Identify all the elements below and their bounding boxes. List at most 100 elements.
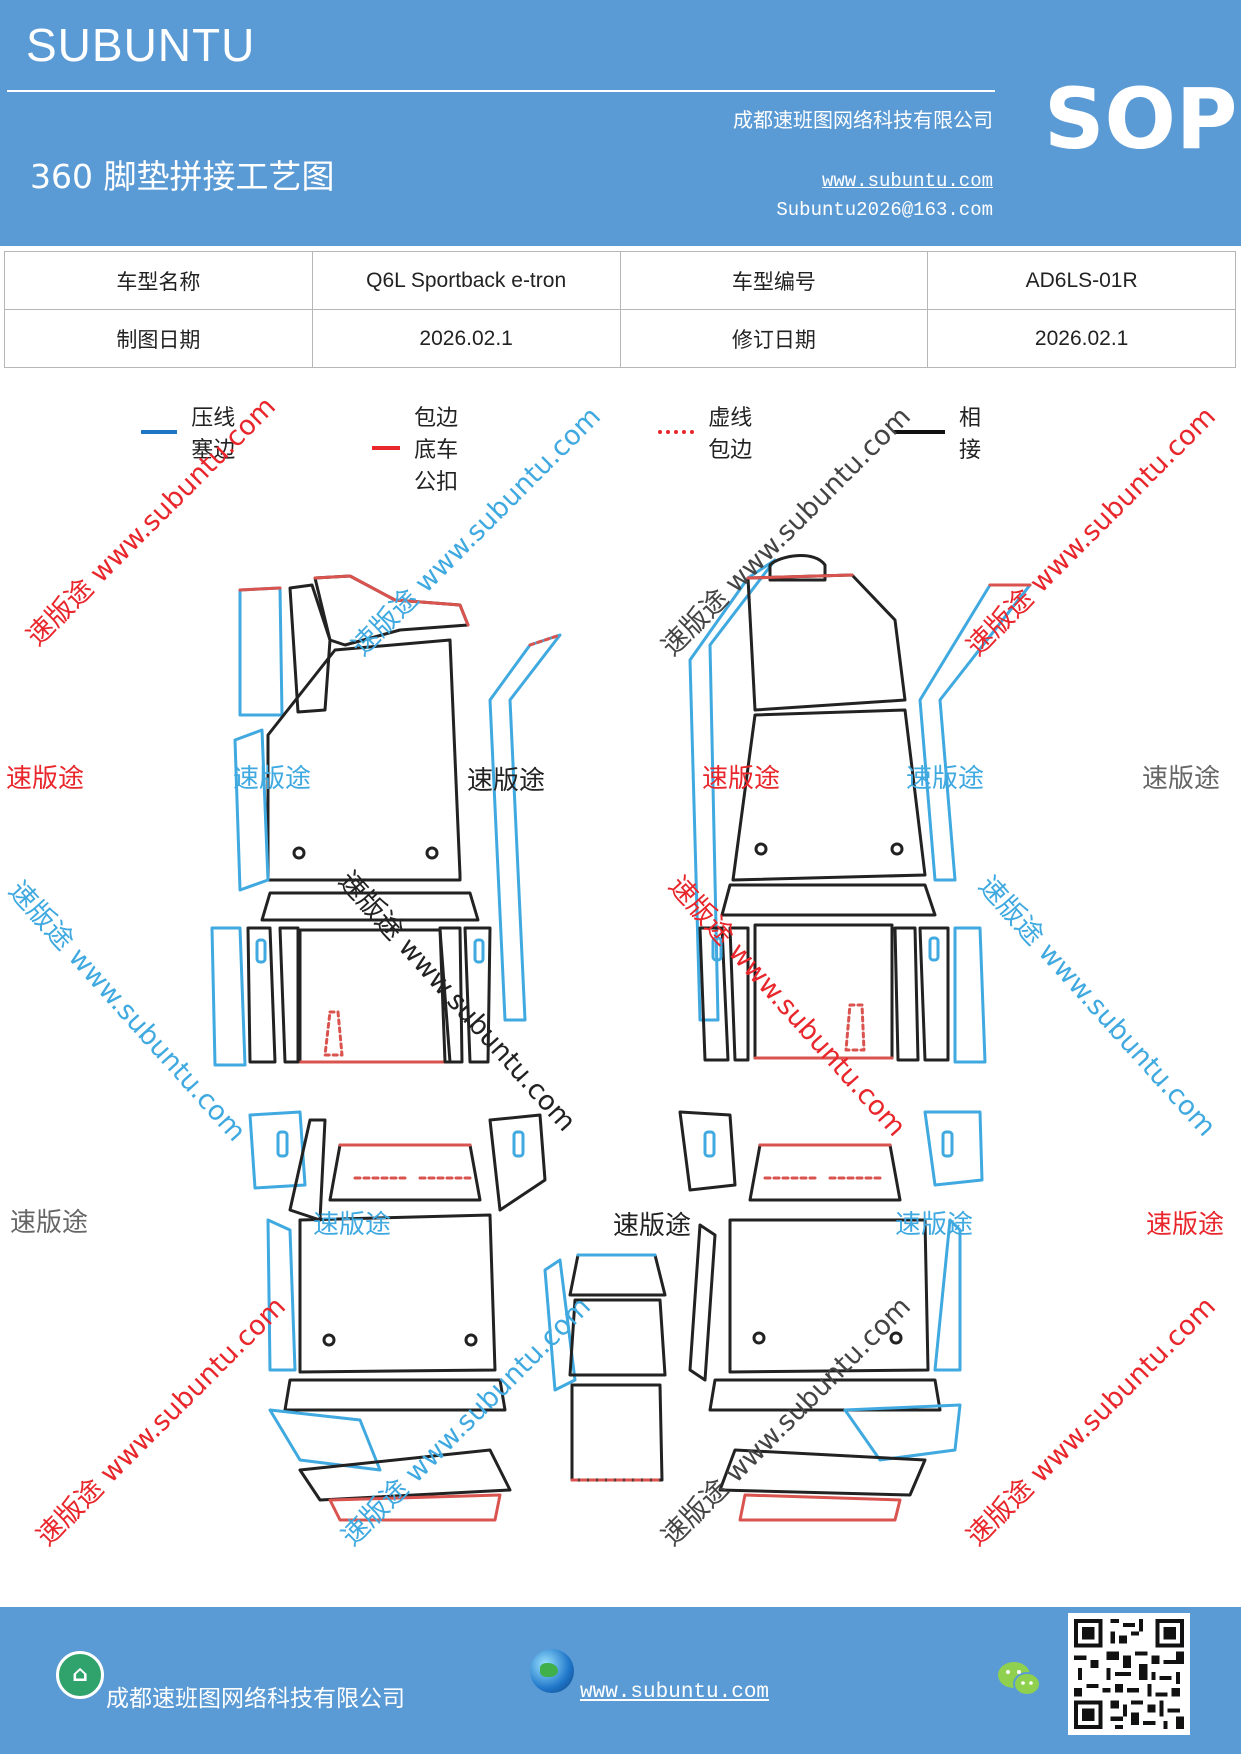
mat-outline bbox=[923, 1110, 984, 1187]
page-title: 360 脚垫拼接工艺图 bbox=[30, 157, 335, 196]
mat-hole bbox=[752, 1331, 766, 1345]
legend-swatch-red bbox=[372, 446, 401, 450]
header-email: Subuntu2026@163.com bbox=[776, 199, 993, 221]
mat-outline bbox=[488, 1113, 547, 1212]
mat-outline bbox=[568, 1298, 667, 1377]
mat-outline bbox=[283, 1378, 507, 1412]
clip-slot bbox=[941, 1130, 954, 1158]
mat-outline bbox=[298, 1213, 497, 1374]
mat-outline bbox=[746, 573, 907, 712]
model-code-label: 车型编号 bbox=[619, 251, 929, 310]
model-code-value: AD6LS-01R bbox=[927, 251, 1236, 310]
rear-center-mat bbox=[568, 1253, 667, 1482]
mat-hole bbox=[889, 1331, 903, 1345]
clip-slot bbox=[255, 938, 267, 964]
header-divider bbox=[7, 90, 995, 92]
mat-outline bbox=[233, 728, 270, 892]
home-icon: ⌂ bbox=[56, 1651, 104, 1699]
qr-code[interactable] bbox=[1068, 1613, 1190, 1735]
globe-icon bbox=[530, 1649, 574, 1693]
mat-hole bbox=[322, 1333, 336, 1347]
revise-date-value: 2026.02.1 bbox=[927, 309, 1236, 368]
legend-label: 虚线包边 bbox=[708, 406, 753, 463]
mat-outline bbox=[328, 1143, 482, 1202]
mat-outline bbox=[720, 883, 937, 917]
mat-outline bbox=[328, 1493, 502, 1522]
table-row: 制图日期 2026.02.1 修订日期 2026.02.1 bbox=[4, 309, 1236, 368]
legend-item: 包边底车公扣 bbox=[372, 400, 472, 496]
mat-hole bbox=[890, 842, 904, 856]
mat-outline bbox=[728, 1218, 930, 1374]
side-sill-strip bbox=[528, 633, 562, 647]
rear-left-mat bbox=[248, 1110, 577, 1522]
mat-outline bbox=[278, 926, 300, 1064]
mat-outline bbox=[893, 926, 920, 1062]
mat-outline bbox=[313, 574, 470, 627]
brand-logo-text: SUBUNTU bbox=[26, 19, 256, 71]
mat-outline bbox=[844, 1003, 866, 1052]
mat-outline bbox=[288, 1118, 327, 1222]
side-sill-strip bbox=[488, 633, 562, 1022]
mat-outline bbox=[238, 586, 284, 717]
clip-slot bbox=[276, 1130, 289, 1158]
footer-company-name: 成都速班图网络科技有限公司 bbox=[106, 1686, 405, 1712]
mat-outline bbox=[738, 1493, 902, 1522]
legend-swatch-black bbox=[894, 430, 945, 434]
mat-outline bbox=[260, 891, 480, 922]
legend-swatch-red-dotted bbox=[658, 430, 695, 434]
clip-slot bbox=[711, 936, 723, 962]
legend-item: 相接 bbox=[894, 400, 994, 464]
mat-outline bbox=[728, 926, 750, 1062]
mat-outline bbox=[288, 583, 332, 714]
footer-banner: ⌂ 成都速班图网络科技有限公司 www.subuntu.com bbox=[0, 1607, 1241, 1754]
mat-outline bbox=[268, 1408, 382, 1472]
mat-outline bbox=[463, 926, 492, 1064]
draw-date-value: 2026.02.1 bbox=[311, 309, 621, 368]
mat-outline bbox=[210, 926, 247, 1067]
mat-hole bbox=[464, 1333, 478, 1347]
mat-outline bbox=[298, 1448, 512, 1502]
sop-badge: SOP bbox=[1044, 70, 1238, 168]
mat-outline bbox=[753, 923, 894, 1060]
footer-website-link[interactable]: www.subuntu.com bbox=[580, 1681, 770, 1704]
mat-outline bbox=[298, 928, 452, 1064]
header-website-link[interactable]: www.subuntu.com bbox=[821, 170, 993, 192]
mat-outline bbox=[746, 573, 854, 580]
mat-outline bbox=[678, 1110, 737, 1192]
model-name-label: 车型名称 bbox=[4, 251, 313, 310]
mat-outline bbox=[313, 574, 470, 647]
mat-outline bbox=[570, 1383, 664, 1482]
header-banner: SUBUNTU 成都速班图网络科技有限公司 360 脚垫拼接工艺图 www.su… bbox=[0, 0, 1241, 246]
mat-outline bbox=[933, 1218, 962, 1372]
vehicle-info-table: 车型名称 Q6L Sportback e-tron 车型编号 AD6LS-01R… bbox=[4, 251, 1236, 368]
mat-outline bbox=[718, 1448, 927, 1497]
clip-slot bbox=[928, 936, 940, 962]
mat-outline bbox=[953, 926, 987, 1064]
revise-date-label: 修订日期 bbox=[619, 309, 929, 368]
mat-outline bbox=[731, 708, 927, 882]
clip-slot bbox=[703, 1130, 716, 1158]
mat-outline bbox=[568, 1253, 667, 1297]
mat-outline bbox=[918, 926, 950, 1062]
mat-hole bbox=[292, 846, 306, 860]
clip-slot bbox=[473, 938, 485, 964]
mat-hole bbox=[754, 842, 768, 856]
mat-outline bbox=[266, 638, 462, 882]
mat-outline bbox=[238, 586, 282, 592]
mat-outline bbox=[843, 1403, 962, 1462]
mat-outline bbox=[688, 1223, 717, 1382]
mat-outline bbox=[543, 1258, 577, 1392]
legend-swatch-blue bbox=[141, 430, 178, 434]
clip-slot bbox=[512, 1130, 525, 1158]
legend-label: 包边底车公扣 bbox=[414, 406, 459, 495]
side-sill-strip bbox=[918, 583, 1032, 882]
front-right-mat bbox=[688, 554, 1032, 1064]
mat-outline bbox=[698, 926, 730, 1062]
mat-hole bbox=[425, 846, 439, 860]
mat-outline bbox=[708, 1378, 942, 1412]
legend-item: 压线塞边 bbox=[141, 400, 241, 464]
mat-outline bbox=[248, 1110, 307, 1190]
mat-outline bbox=[748, 1143, 902, 1202]
mat-outline bbox=[266, 1218, 297, 1372]
